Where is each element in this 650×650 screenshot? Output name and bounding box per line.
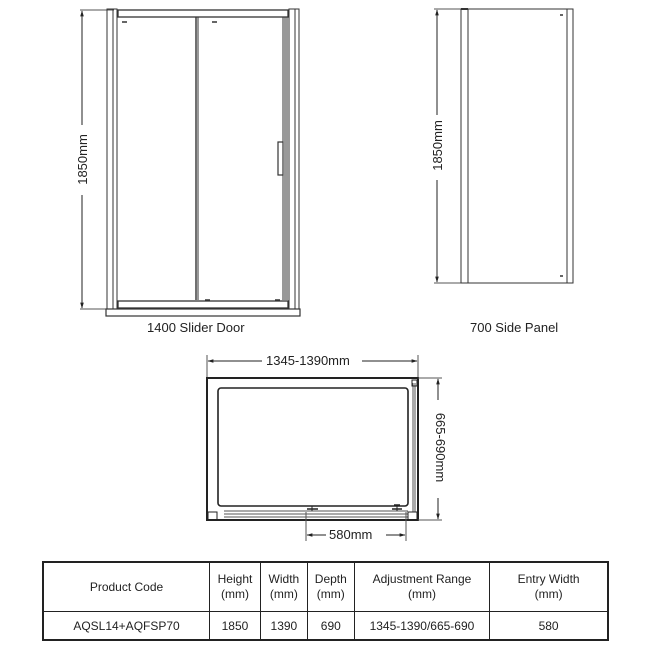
- cell-product-code: AQSL14+AQFSP70: [42, 611, 211, 641]
- side-panel-caption: 700 Side Panel: [470, 320, 559, 335]
- table-row: AQSL14+AQFSP70 1850 1390 690 1345-1390/6…: [42, 611, 609, 641]
- door-height-dimension: 1850mm: [74, 132, 90, 187]
- side-panel-elevation: [434, 8, 574, 284]
- specification-table: Product Code Height(mm) Width(mm) Depth(…: [42, 561, 609, 641]
- header-entry-width: Entry Width(mm): [489, 561, 609, 612]
- cell-width: 1390: [259, 611, 308, 641]
- header-depth: Depth(mm): [306, 561, 355, 612]
- table-header-row: Product Code Height(mm) Width(mm) Depth(…: [42, 561, 609, 612]
- plan-depth-dimension: 665-690mm: [433, 410, 449, 485]
- header-height: Height(mm): [209, 561, 261, 612]
- header-adjustment-range: Adjustment Range(mm): [353, 561, 491, 612]
- plan-view: [206, 355, 442, 541]
- cell-height: 1850: [209, 611, 261, 641]
- side-panel-height-dimension: 1850mm: [429, 118, 445, 173]
- cell-adjustment-range: 1345-1390/665-690: [353, 611, 491, 641]
- header-product-code: Product Code: [42, 561, 211, 612]
- plan-width-dimension: 1345-1390mm: [264, 353, 352, 368]
- cell-entry-width: 580: [489, 611, 609, 641]
- entry-width-dimension: 580mm: [327, 527, 375, 542]
- header-width: Width(mm): [259, 561, 308, 612]
- cell-depth: 690: [306, 611, 355, 641]
- slider-door-caption: 1400 Slider Door: [147, 320, 245, 335]
- slider-door-elevation: [80, 8, 301, 317]
